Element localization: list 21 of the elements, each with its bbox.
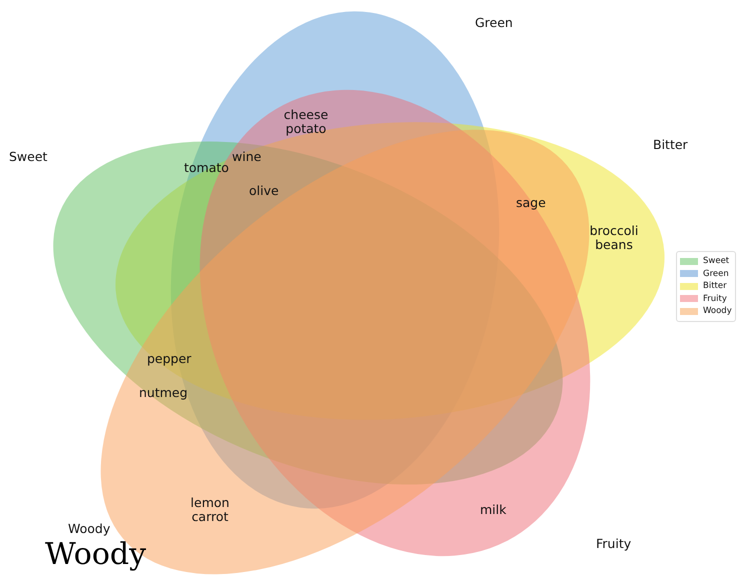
item-label: broccoli beans (589, 224, 639, 252)
item-label: milk (480, 503, 506, 517)
item-label: sage (516, 196, 546, 210)
item-label: olive (249, 184, 279, 198)
set-label: Sweet (9, 150, 48, 164)
set-label: Fruity (596, 537, 632, 551)
legend-label: Fruity (703, 294, 727, 304)
legend-label: Sweet (703, 256, 730, 266)
legend-label: Woody (703, 306, 732, 316)
item-label: wine (232, 150, 262, 164)
set-label: Green (475, 16, 513, 30)
item-label: pepper (147, 352, 192, 366)
legend-label: Bitter (703, 281, 727, 292)
set-label: Bitter (653, 138, 688, 152)
set-label: Woody (68, 522, 110, 536)
legend-label: Green (703, 268, 729, 279)
item-label: lemon carrot (190, 496, 230, 524)
item-label: tomato (184, 161, 229, 175)
caption-text: Woody (45, 537, 146, 573)
item-label: cheese potato (282, 108, 330, 136)
item-label: nutmeg (139, 386, 188, 400)
